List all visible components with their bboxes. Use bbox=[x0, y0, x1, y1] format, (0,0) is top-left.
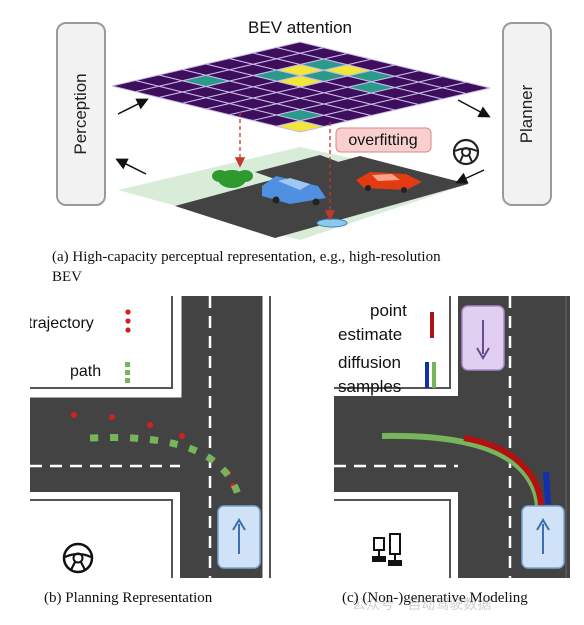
steering-wheel-icon bbox=[452, 138, 480, 166]
legend-diffusion: diffusion bbox=[338, 353, 401, 372]
legend-trajectory: trajectory bbox=[30, 315, 94, 332]
red-car bbox=[356, 172, 422, 193]
bev-cell bbox=[442, 81, 491, 95]
arrow-bev-to-planner bbox=[457, 99, 491, 118]
diffusion-sample-blue bbox=[543, 471, 551, 505]
bev-title: BEV attention bbox=[248, 18, 352, 37]
steering-wheel-icon-b bbox=[62, 542, 94, 574]
panel-a: Perception Planner bbox=[0, 0, 584, 290]
legend-estimate: estimate bbox=[338, 325, 402, 344]
panel-b-sidewalk-bottomleft bbox=[30, 492, 180, 578]
path-dashes bbox=[89, 434, 244, 503]
diffusion-sample-green bbox=[381, 432, 541, 507]
up-arrow-icon-c bbox=[536, 518, 550, 531]
panel-b-sidewalk-topleft bbox=[30, 296, 180, 396]
up-arrow-icon bbox=[232, 518, 246, 531]
pedals-icon bbox=[372, 533, 402, 566]
overfitting-label: overfitting bbox=[348, 132, 417, 149]
caption-a-line1: (a) High-capacity perceptual representat… bbox=[52, 249, 441, 265]
perception-box: Perception bbox=[56, 22, 106, 206]
arrow-planner-to-scene bbox=[455, 169, 485, 184]
legend-samples: samples bbox=[338, 377, 401, 396]
watermark: 公众号 · 自动驾驶数据 bbox=[352, 597, 492, 613]
caption-b: (b) Planning Representation bbox=[44, 590, 213, 606]
caption-a-line2: BEV bbox=[52, 269, 82, 285]
arrow-scene-to-perception bbox=[115, 158, 147, 175]
blue-car bbox=[262, 176, 326, 206]
panel-c-sidewalk-right bbox=[570, 296, 580, 578]
legend-point: point bbox=[370, 301, 407, 320]
planner-box: Planner bbox=[502, 22, 552, 206]
caption-c: (c) (Non-)generative Modeling bbox=[342, 590, 528, 606]
panel-b: trajectory path bbox=[30, 296, 300, 578]
bev-diagram: overfitting BEV attention bbox=[111, 18, 491, 240]
legend-path: path bbox=[70, 363, 101, 380]
panel-c: point estimate diffusion samples bbox=[334, 296, 580, 578]
point-estimate-red bbox=[463, 435, 544, 507]
down-arrow-icon bbox=[476, 347, 490, 360]
overfitting-badge bbox=[335, 127, 432, 153]
bev-grid bbox=[111, 41, 491, 133]
projection-target bbox=[316, 218, 348, 228]
bush bbox=[212, 170, 253, 188]
arrow-perception-to-bev bbox=[117, 98, 149, 115]
